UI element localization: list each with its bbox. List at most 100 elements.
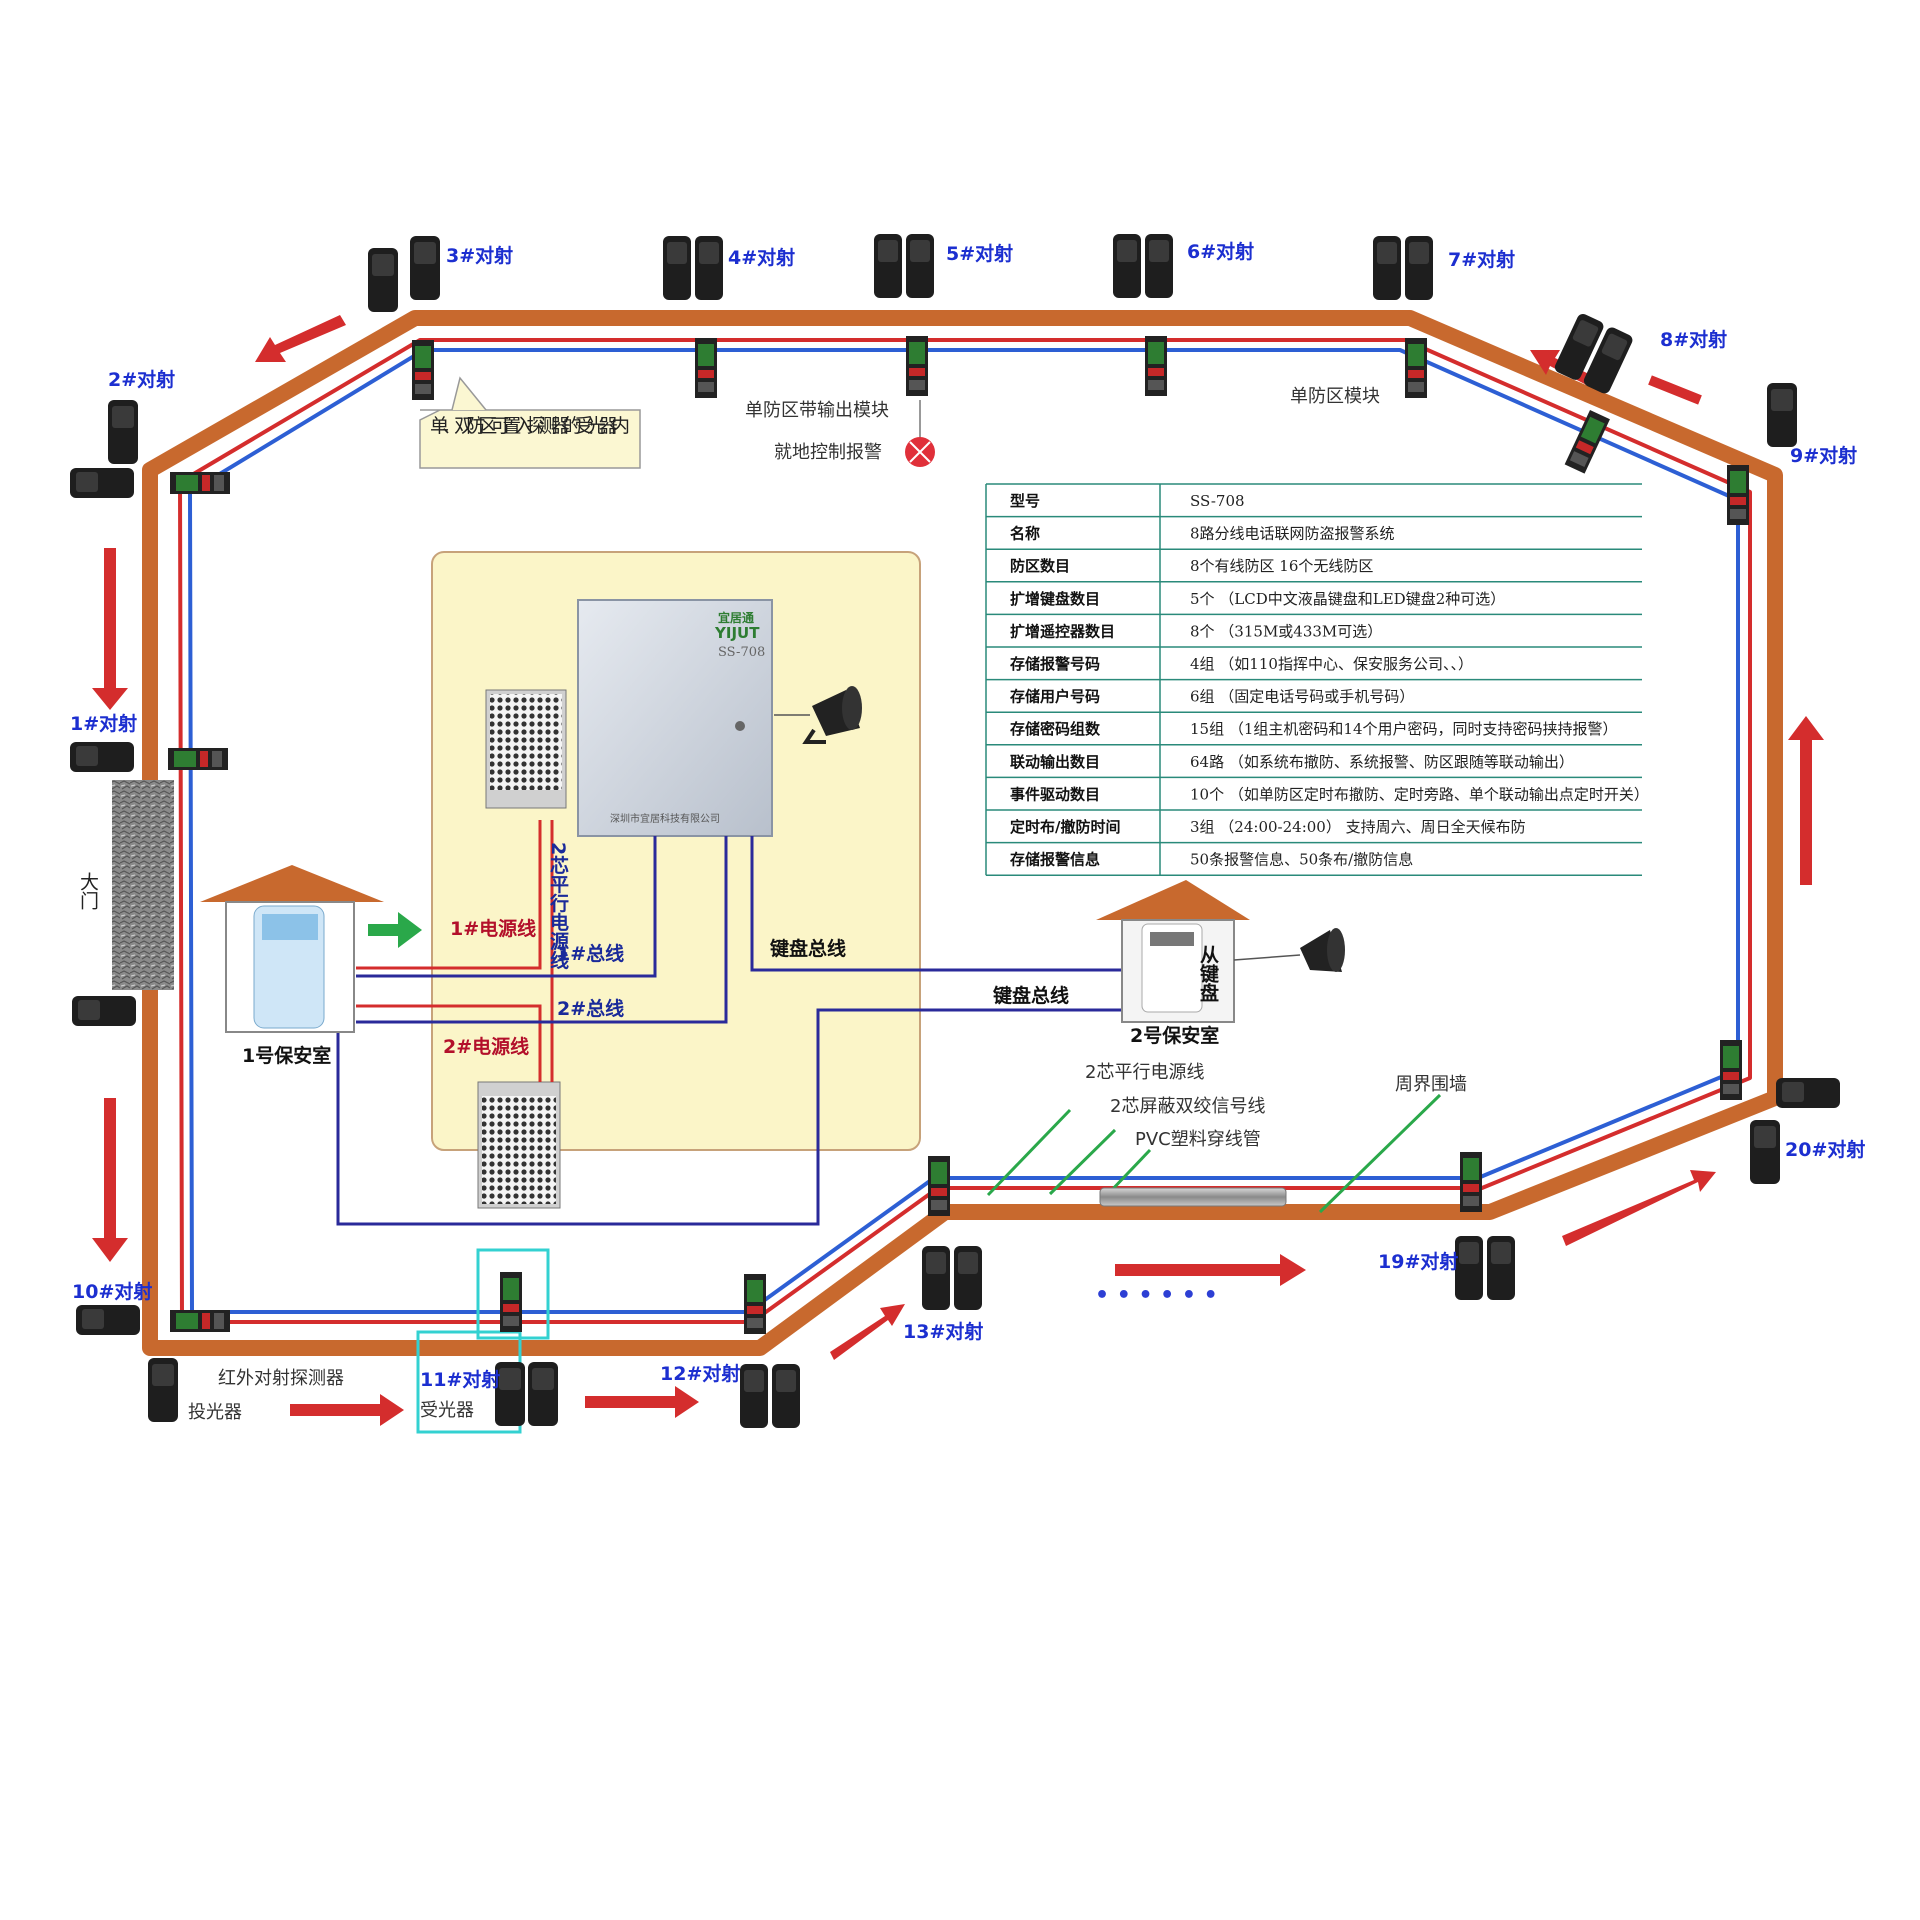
guard-room-1-label: 1号保安室 [242, 1044, 331, 1067]
continuation-dots: • • • • • • [1095, 1283, 1218, 1308]
power-line-vertical-label: 2芯平行电源线 [547, 842, 570, 969]
spec-table-key: 防区数目 [1010, 557, 1070, 575]
detector-3: 3#对射 [368, 236, 513, 400]
power-line-2-label: 2#电源线 [443, 1035, 529, 1058]
svg-text:1#对射: 1#对射 [70, 712, 137, 735]
ir-detector-label: 红外对射探测器 [218, 1368, 344, 1389]
svg-text:12#对射: 12#对射 [660, 1362, 740, 1385]
spec-table-value: 6组 （固定电话号码或手机号码） [1190, 688, 1414, 706]
spec-table-value: 50条报警信息、50条布/撤防信息 [1190, 851, 1413, 869]
spec-table-value: SS-708 [1190, 492, 1245, 510]
spec-table-value: 15组 （1组主机密码和14个用户密码，同时支持密码挟持报警） [1190, 720, 1618, 738]
guard-room-1 [200, 865, 384, 1033]
svg-text:9#对射: 9#对射 [1790, 444, 1857, 467]
detector-19: 19#对射 [1378, 1152, 1515, 1300]
spec-table-value: 4组 （如110指挥中心、保安服务公司、、） [1190, 655, 1473, 673]
detector-9: 9#对射 [1727, 383, 1857, 525]
pointer-lines [986, 1093, 1442, 1214]
single-zone-module-label: 单防区模块 [1290, 386, 1380, 407]
power-line-1-label: 1#电源线 [450, 917, 536, 940]
detector-4: 4#对射 [663, 236, 795, 398]
main-alarm-panel: 宜居通 YIJUT SS-708 深圳市宜居科技有限公司 [577, 599, 773, 837]
two-core-power-label: 2芯平行电源线 [1085, 1062, 1204, 1083]
detector-gate-lower [72, 996, 136, 1026]
spec-table-value: 3组 （24:00-24:00） 支持周六、周日全天候布防 [1190, 818, 1526, 836]
receiver-label: 受光器 [420, 1400, 474, 1421]
spec-table-key: 存储密码组数 [1010, 720, 1101, 738]
svg-text:10#对射: 10#对射 [72, 1280, 152, 1303]
spec-table-key: 名称 [1010, 525, 1040, 543]
spec-table-key: 扩增键盘数目 [1010, 590, 1100, 608]
spec-table-key: 事件驱动数目 [1010, 785, 1100, 803]
svg-text:13#对射: 13#对射 [903, 1320, 983, 1343]
detector-6: 6#对射 [1113, 234, 1254, 396]
keyboard-bus-b-label: 键盘总线 [992, 984, 1069, 1007]
gate-label: 大门 [77, 872, 99, 910]
perimeter-wall [142, 310, 1783, 1356]
internal-wiring [336, 820, 1122, 1226]
spec-table-value: 64路 （如系统布撤防、系统报警、防区跟随等联动输出） [1190, 753, 1574, 771]
green-arrow-room1 [368, 912, 422, 948]
power-supply-2 [477, 1081, 561, 1209]
spec-table-key: 定时布/撤防时间 [1010, 818, 1120, 836]
spec-table-value: 8个有线防区 16个无线防区 [1190, 557, 1373, 575]
flow-arrows [92, 315, 1824, 1426]
svg-text:5#对射: 5#对射 [946, 242, 1013, 265]
power-supply-1 [485, 689, 567, 809]
svg-text:YIJUT: YIJUT [714, 624, 760, 642]
transmitter-label: 投光器 [188, 1402, 242, 1423]
svg-text:SS-708: SS-708 [718, 645, 765, 660]
svg-text:6#对射: 6#对射 [1187, 240, 1254, 263]
pvc-conduit-label: PVC塑料穿线管 [1135, 1129, 1261, 1150]
guard-room-2 [1096, 880, 1250, 1023]
spec-table-key: 存储报警号码 [1010, 655, 1100, 673]
spec-table-key: 存储报警信息 [1010, 851, 1100, 869]
svg-text:3#对射: 3#对射 [446, 244, 513, 267]
detector-20: 20#对射 [1720, 1040, 1865, 1184]
spec-table-value: 8路分线电话联网防盗报警系统 [1190, 525, 1395, 543]
svg-text:11#对射: 11#对射 [420, 1368, 500, 1391]
detector-11: 11#对射 [416, 1248, 558, 1434]
spec-table-value: 5个 （LCD中文液晶键盘和LED键盘2种可选） [1190, 590, 1505, 608]
detector-10: 10#对射 [72, 1280, 230, 1335]
svg-text:19#对射: 19#对射 [1378, 1250, 1458, 1273]
siren-icon [802, 686, 862, 744]
slave-keypad-label: 从键盘 [1197, 945, 1220, 1002]
detector-11-highlight [476, 1248, 550, 1340]
receiver-note-callout: 单、双防区可置入探测器的受光器内 [419, 376, 641, 469]
spec-table-key: 联动输出数目 [1010, 753, 1100, 771]
spec-table-key: 存储用户号码 [1010, 688, 1100, 706]
svg-text:20#对射: 20#对射 [1785, 1138, 1865, 1161]
gate [112, 780, 174, 990]
spec-table-key: 型号 [1010, 492, 1040, 510]
spec-table-value: 10个 （如单防区定时布撤防、定时旁路、单个联动输出点定时开关） [1190, 785, 1649, 803]
detector-7: 7#对射 [1373, 236, 1515, 398]
guard-room-2-label: 2号保安室 [1130, 1024, 1219, 1047]
detector-12: 12#对射 [660, 1274, 800, 1428]
spec-table-value: 8个 （315M或433M可选） [1190, 622, 1382, 640]
pvc-pipe [1099, 1187, 1287, 1207]
siren-icon-2 [1233, 928, 1345, 972]
bus-2-label: 2#总线 [557, 997, 624, 1020]
bus-1-label: 1#总线 [557, 942, 624, 965]
svg-text:7#对射: 7#对射 [1448, 248, 1515, 271]
svg-text:8#对射: 8#对射 [1660, 328, 1727, 351]
output-module-label: 单防区带输出模块 [745, 400, 889, 421]
svg-text:宜居通: 宜居通 [718, 610, 754, 625]
detector-8: 8#对射 [1552, 312, 1727, 474]
detector-transmitter-left [148, 1358, 178, 1422]
detector-5: 5#对射 [874, 234, 1013, 396]
shielded-signal-label: 2芯屏蔽双绞信号线 [1110, 1096, 1265, 1117]
svg-text:深圳市宜居科技有限公司: 深圳市宜居科技有限公司 [610, 812, 720, 825]
detector-2: 2#对射 [70, 368, 230, 498]
keyboard-bus-a-label: 键盘总线 [769, 937, 846, 960]
svg-text:4#对射: 4#对射 [728, 246, 795, 269]
detector-1: 1#对射 [70, 712, 228, 772]
svg-text:单、双防区可置入探测器的受光器内: 单、双防区可置入探测器的受光器内 [430, 415, 630, 437]
perimeter-wall-label: 周界围墙 [1395, 1074, 1467, 1095]
spec-table-key: 扩增遥控器数目 [1010, 622, 1115, 640]
local-alarm-label: 就地控制报警 [774, 442, 882, 463]
detector-13: 13#对射 [903, 1156, 983, 1343]
